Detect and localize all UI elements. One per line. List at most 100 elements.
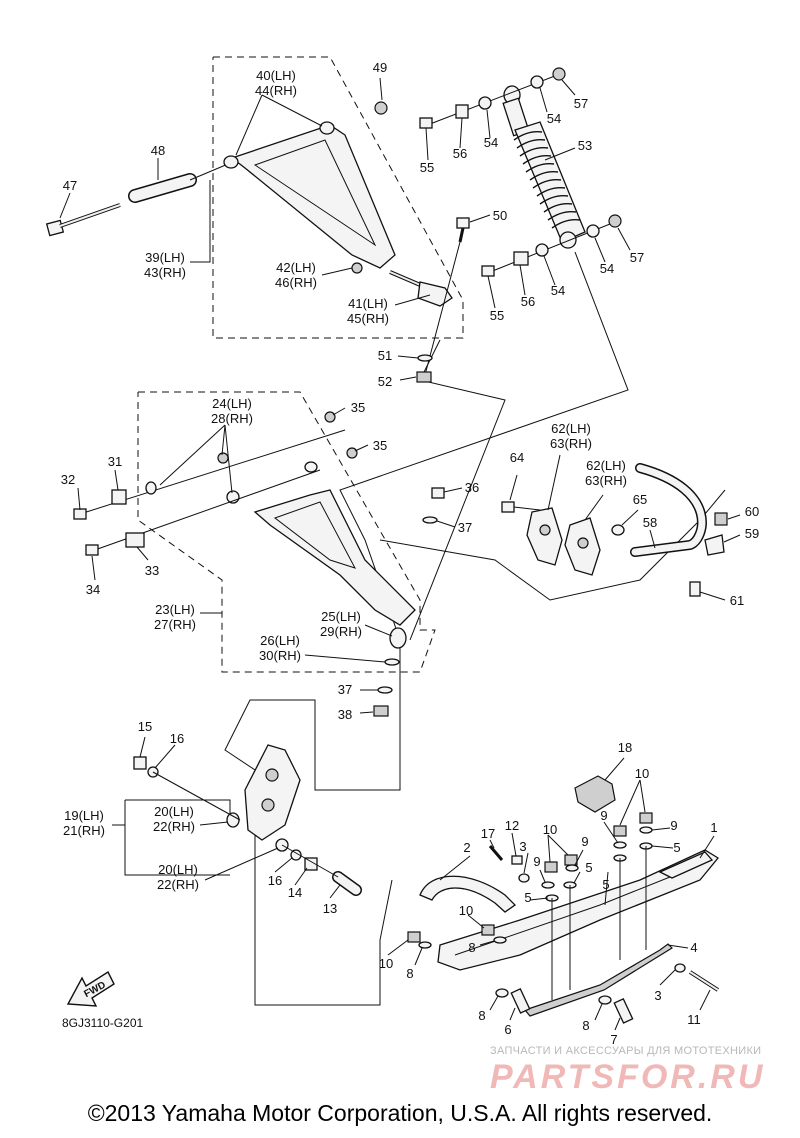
callout-c24-line-0: 24(LH) [212, 396, 252, 411]
callout-c55b-line-0: 55 [490, 308, 504, 323]
washer-8-bolt7 [598, 995, 612, 1005]
collar-31 [111, 489, 127, 505]
callout-c10a-line-0: 10 [635, 766, 649, 781]
callout-c48-line-0: 48 [151, 143, 165, 158]
washer-9-left [541, 881, 555, 889]
washer-9-right-a [613, 841, 627, 849]
nut-10-lower [481, 924, 495, 936]
callout-c33-line-0: 33 [145, 563, 159, 578]
callout-c54b-line-0: 54 [484, 135, 498, 150]
bolt-6 [510, 987, 531, 1014]
fwd-arrow-icon: FWD [66, 970, 115, 1007]
callout-c39-line-0: 39(LH) [145, 250, 185, 265]
nut-10-mid [564, 854, 578, 866]
bolt-32 [73, 508, 87, 520]
spindle-outline [409, 339, 506, 641]
collar-15 [133, 756, 147, 770]
clip-60 [714, 512, 728, 526]
callout-c54a-line-0: 54 [547, 111, 561, 126]
callout-c9c-line-0: 9 [581, 834, 588, 849]
callout-c54d-line-0: 54 [551, 283, 565, 298]
clamp-59 [704, 534, 725, 556]
bolt-7 [613, 997, 634, 1024]
bracket-62-left [526, 507, 563, 566]
callout-c24-line-1: 28(RH) [211, 411, 253, 426]
callout-c50-line-0: 50 [493, 208, 507, 223]
nut-10-right-a [613, 825, 627, 837]
runner-4 [523, 943, 673, 1017]
callout-c9a-line-0: 9 [600, 808, 607, 823]
callout-c4-line-0: 4 [690, 940, 697, 955]
bolt-55-top [419, 117, 433, 129]
bushing-20-top [226, 812, 240, 828]
callout-c10d-line-0: 10 [379, 956, 393, 971]
washer-51 [417, 354, 433, 362]
nut-52 [416, 371, 432, 383]
callout-c10c-line-0: 10 [459, 903, 473, 918]
callout-c42-line-0: 42(LH) [276, 260, 316, 275]
nut-57-top [552, 67, 566, 81]
spindle-hole-b [261, 798, 275, 812]
washer-65 [611, 524, 625, 536]
washer-8-bolt6 [495, 988, 509, 998]
spindle-hole-a [265, 768, 279, 782]
callout-c12-line-0: 12 [505, 818, 519, 833]
upper-arm-boundary [212, 56, 464, 339]
washer-37-bottom [377, 686, 393, 694]
callout-c11-line-0: 11 [687, 1012, 701, 1027]
callout-c9d-line-0: 9 [533, 854, 540, 869]
bolt-47 [45, 203, 121, 237]
collar-56-top [455, 104, 469, 119]
bracket-hole-right [577, 537, 589, 549]
callout-c20a-line-1: 22(RH) [153, 819, 195, 834]
callout-c23-line-0: 23(LH) [155, 602, 195, 617]
loop-58-inner [631, 464, 706, 556]
bolt-50 [456, 217, 470, 243]
callout-c41-line-1: 45(RH) [347, 311, 389, 326]
washer-8-front [418, 941, 432, 949]
callout-c2-line-0: 2 [463, 840, 470, 855]
callout-c47-line-0: 47 [63, 178, 77, 193]
callout-c41-line-0: 41(LH) [348, 296, 388, 311]
callout-c39-line-1: 43(RH) [144, 265, 186, 280]
bushing-54-top-b [530, 75, 544, 89]
callout-c40-line-1: 44(RH) [255, 83, 297, 98]
callout-c16a-line-0: 16 [170, 731, 184, 746]
callout-c20b-line-1: 22(RH) [157, 877, 199, 892]
copyright-notice: ©2013 Yamaha Motor Corporation, U.S.A. A… [87, 1100, 713, 1126]
callout-c1-line-0: 1 [710, 820, 717, 835]
callout-c5b-line-0: 5 [585, 860, 592, 875]
sleeve-48 [128, 173, 197, 203]
callout-c18-line-0: 18 [618, 740, 632, 755]
bushing-lower-a [145, 481, 157, 495]
callout-c5d-line-0: 5 [524, 890, 531, 905]
collar-56-bottom [513, 251, 529, 266]
callout-c57a-line-0: 57 [574, 96, 588, 111]
callout-c53-line-0: 53 [578, 138, 592, 153]
washer-9-right-b [639, 826, 653, 834]
callout-c42-line-1: 46(RH) [275, 275, 317, 290]
callout-c31-line-0: 31 [108, 454, 122, 469]
callout-c37a-line-0: 37 [458, 520, 472, 535]
callout-c3b-line-0: 3 [654, 988, 661, 1003]
washer-9-mid [565, 864, 579, 872]
nut-10-front [407, 931, 421, 943]
bolt-36 [431, 487, 445, 499]
nut-38 [373, 705, 389, 717]
callout-c56b-line-0: 56 [521, 294, 535, 309]
callout-c3a-line-0: 3 [519, 839, 526, 854]
callout-c58-line-0: 58 [643, 515, 657, 530]
callout-c5c-line-0: 5 [602, 877, 609, 892]
washer-3-right [674, 963, 686, 973]
axis-line-13 [281, 844, 339, 878]
callout-c20a-line-0: 20(LH) [154, 804, 194, 819]
callout-c7-line-0: 7 [610, 1032, 617, 1047]
callout-c19-line-0: 19(LH) [64, 808, 104, 823]
leader-lines [59, 77, 741, 1031]
washer-8-lower [493, 936, 507, 944]
collar-12 [511, 855, 523, 865]
washer-16-bottom [290, 849, 302, 861]
callout-c52-line-0: 52 [378, 374, 392, 389]
